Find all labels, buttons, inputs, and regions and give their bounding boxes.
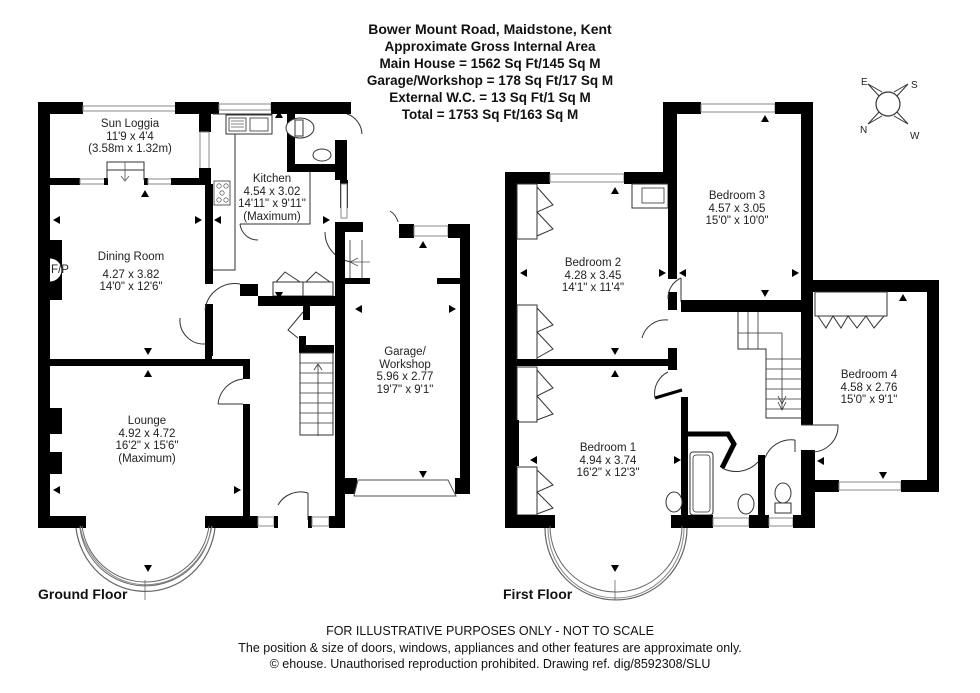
compass-north-label: N [860,125,868,136]
room-name: Bedroom 4 [840,369,898,381]
room-dim-imperial: 19'7" x 9'1" [376,383,434,396]
external-wc-area: External W.C. = 13 Sq Ft/1 Sq M [389,90,591,105]
room-dim-metric: 4.27 x 3.82 [102,268,160,281]
main-house-area: Main House = 1562 Sq Ft/145 Sq M [379,56,601,71]
compass-south-label: S [911,80,918,91]
room-dim-metric: 4.57 x 3.05 [708,202,766,215]
first-floor-measure-arrows [520,115,907,572]
room-dim-imperial: 14'11" x 9'11" [238,198,306,210]
property-address: Bower Mount Road, Maidstone, Kent [368,21,612,37]
room-dim-imperial: 15'0" x 10'0" [705,215,769,227]
room-label-bedroom-3: Bedroom 3 4.57 x 3.05 15'0" x 10'0" [705,190,768,228]
room-dim-metric: 5.96 x 2.77 [376,371,434,383]
room-label-bedroom-1: Bedroom 1 4.94 x 3.74 16'2" x 12'3" [576,442,639,480]
compass-east-label: E [861,77,868,88]
room-dim-imperial: 16'2" x 15'6" [115,440,179,452]
room-dim-imperial: 11'9 x 4'4 [106,130,154,143]
room-label-dining-room: Dining Room 4.27 x 3.82 14'0" x 12'6" [98,251,164,294]
room-dim-metric: 4.92 x 4.72 [118,427,176,440]
room-name-line2: Workshop [379,358,431,371]
room-dim-metric: 4.94 x 3.74 [579,454,637,467]
area-subtitle: Approximate Gross Internal Area [384,39,596,54]
ground-floor-label: Ground Floor [38,586,128,602]
room-label-sun-loggia: Sun Loggia 11'9 x 4'4 (3.58m x 1.32m) [88,118,172,156]
room-dim-imperial: 14'1" x 11'4" [561,282,625,294]
room-name: Kitchen [252,173,292,185]
room-name: Sun Loggia [100,118,160,130]
room-dim-imperial: 16'2" x 12'3" [576,467,640,479]
room-name: Lounge [127,415,167,427]
room-dim-metric: 4.54 x 3.02 [243,185,301,198]
ground-floor-measure-arrows [53,111,456,572]
first-floor-label: First Floor [503,586,573,602]
room-label-bedroom-2: Bedroom 2 4.28 x 3.45 14'1" x 11'4" [562,257,624,295]
first-floor-plan [505,102,939,601]
compass-west-label: W [910,131,920,142]
room-label-garage: Garage/ Workshop 5.96 x 2.77 19'7" x 9'1… [377,346,434,396]
room-name: Garage/ [384,346,426,358]
compass-icon [867,83,909,125]
room-dim-note: (Maximum) [118,452,176,465]
illustrative-disclaimer: FOR ILLUSTRATIVE PURPOSES ONLY - NOT TO … [326,624,654,638]
room-name: Bedroom 1 [579,442,637,454]
room-label-kitchen: Kitchen 4.54 x 3.02 14'11" x 9'11" (Maxi… [238,173,306,223]
room-dim-note: (Maximum) [243,210,301,223]
ground-floor-plan [38,102,470,600]
copyright-notice: © ehouse. Unauthorised reproduction proh… [269,657,711,671]
room-name: Bedroom 3 [708,190,766,202]
room-dim-metric: 4.58 x 2.76 [840,381,898,394]
room-name: Dining Room [97,251,165,263]
room-dim-metric: 4.28 x 3.45 [564,269,622,282]
garage-area: Garage/Workshop = 178 Sq Ft/17 Sq M [366,73,614,88]
room-name: Bedroom 2 [564,257,622,269]
approximate-note: The position & size of doors, windows, a… [238,641,742,655]
room-label-lounge: Lounge 4.92 x 4.72 16'2" x 15'6" (Maximu… [115,415,178,465]
room-dim-imperial: 14'0" x 12'6" [99,281,163,293]
total-area: Total = 1753 Sq Ft/163 Sq M [401,107,579,122]
fireplace-label: F/P [51,264,69,276]
room-dim-metric: (3.58m x 1.32m) [88,143,172,155]
room-dim-imperial: 15'0" x 9'1" [840,394,898,406]
room-label-bedroom-4: Bedroom 4 4.58 x 2.76 15'0" x 9'1" [841,369,898,407]
